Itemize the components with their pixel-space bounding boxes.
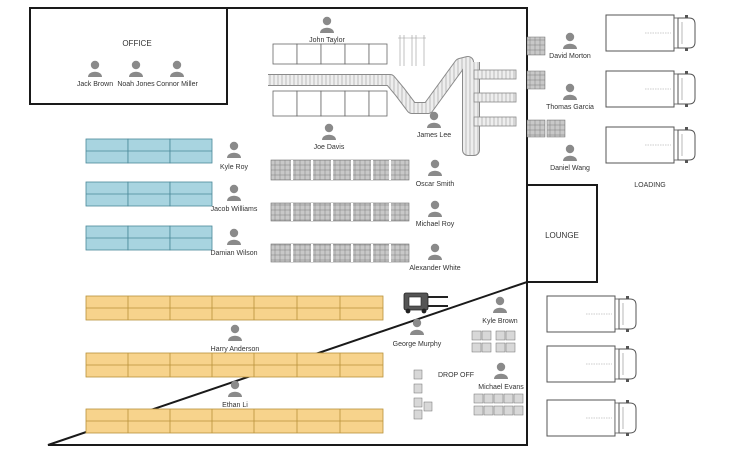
person-label-ethan-li: Ethan Li [222,402,248,409]
person-icon [322,123,336,140]
person-icon [428,200,442,217]
loading-label: LOADING [634,182,666,189]
person-icon [170,60,184,77]
person-icon [129,60,143,77]
blue-racks [85,138,213,251]
person-label-michael-roy: Michael Roy [416,221,455,228]
drop-off-label: DROP OFF [438,372,474,379]
workers: Jack Brown Noah Jones Connor Miller John… [77,16,594,409]
person-label-noah-jones: Noah Jones [117,81,155,88]
truck-4 [546,295,637,333]
drop-off-trucks [546,295,637,437]
forklift-icon [403,292,448,314]
person-label-james-lee: James Lee [417,132,451,139]
person-label-jack-brown: Jack Brown [77,81,113,88]
conveyor-belt [268,56,517,156]
person-icon [427,111,441,128]
person-icon [320,16,334,33]
person-label-john-taylor: John Taylor [309,37,345,44]
loading-trucks [605,14,696,164]
truck-1 [605,14,696,52]
person-label-michael-evans: Michael Evans [478,384,524,391]
truck-3 [605,126,696,164]
person-icon [494,362,508,379]
office-label: OFFICE [122,39,151,48]
person-icon [227,141,241,158]
person-icon [563,144,577,161]
person-label-thomas-garcia: Thomas Garcia [546,104,594,111]
person-label-david-morton: David Morton [549,53,591,60]
person-label-alexander-white: Alexander White [409,265,460,272]
person-label-george-murphy: George Murphy [393,341,442,348]
person-label-connor-miller: Connor Miller [156,81,198,88]
person-icon [428,243,442,260]
person-label-jacob-williams: Jacob Williams [211,206,258,213]
lounge-room [526,184,598,283]
person-icon [88,60,102,77]
person-icon [493,296,507,313]
person-label-kyle-brown: Kyle Brown [482,318,518,325]
person-icon [563,32,577,49]
yellow-racks [85,295,384,434]
truck-5 [546,345,637,383]
truck-6 [546,399,637,437]
grid-storage [270,159,410,263]
person-icon [227,184,241,201]
office-room [29,7,228,105]
truck-2 [605,70,696,108]
person-icon [227,228,241,245]
person-label-kyle-roy: Kyle Roy [220,164,249,171]
person-label-harry-anderson: Harry Anderson [211,346,260,353]
person-label-daniel-wang: Daniel Wang [550,165,590,172]
lounge-label: LOUNGE [545,231,579,240]
person-icon [228,324,242,341]
person-label-damian-wilson: Damian Wilson [210,250,257,257]
drop-off-pallets [413,330,524,420]
person-label-oscar-smith: Oscar Smith [416,181,455,188]
person-icon [428,159,442,176]
pallet-stack-top [398,35,426,66]
top-shelving-row [272,43,388,117]
loading-pallets [526,36,566,138]
person-icon [563,83,577,100]
person-label-joe-davis: Joe Davis [314,144,345,151]
